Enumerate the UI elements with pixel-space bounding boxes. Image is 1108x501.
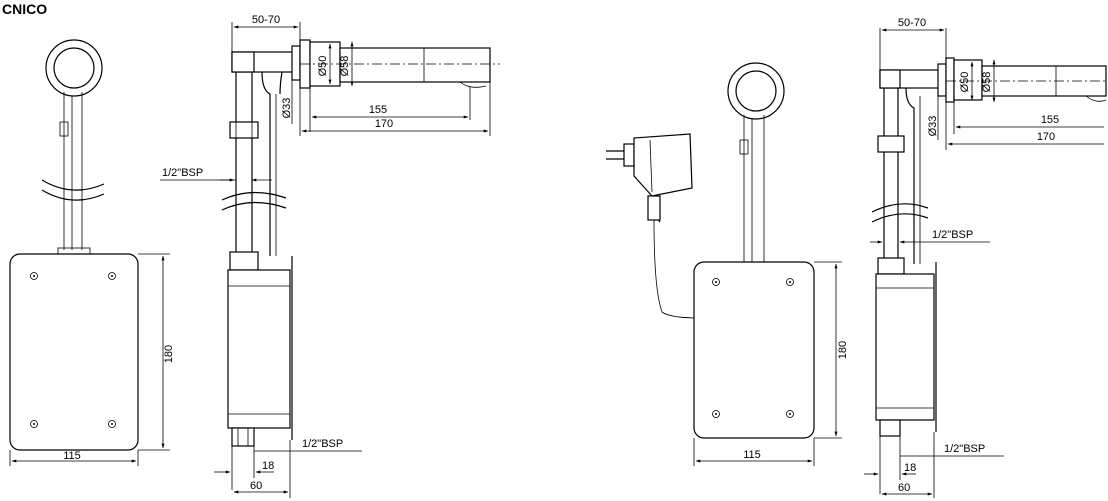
dim-155-right: 155: [1041, 114, 1059, 126]
dim-phi50: Ø50: [317, 56, 329, 77]
dim-50-70: 50-70: [252, 14, 280, 26]
dim-phi58: Ø58: [339, 56, 351, 77]
dim-bsp-upper-right: 1/2"BSP: [932, 229, 973, 241]
dim-115: 115: [63, 450, 81, 462]
dim-phi33-right: Ø33: [927, 116, 939, 137]
screw-icon: [712, 278, 794, 418]
dim-bsp-upper: 1/2"BSP: [162, 167, 203, 179]
sensor-ring-inner: [53, 47, 95, 89]
screw-icon: [30, 272, 116, 428]
dim-phi58-right: Ø58: [981, 72, 993, 93]
control-box-right: [693, 261, 815, 439]
page-title: CNICO: [2, 1, 48, 17]
dim-phi33: Ø33: [281, 98, 293, 119]
dim-60: 60: [250, 480, 262, 492]
sensor-ring-outer: [45, 39, 103, 97]
dim-180: 180: [163, 345, 175, 363]
front-view-left: 180 115: [9, 39, 175, 466]
control-box-side-right: [875, 273, 935, 421]
dim-170-right: 170: [1037, 131, 1055, 143]
dim-phi50-right: Ø50: [959, 72, 971, 93]
dim-18: 18: [262, 460, 274, 472]
front-view-right: 180 115: [606, 62, 849, 466]
pipe-nut: [229, 121, 259, 139]
spout: [339, 47, 491, 83]
control-box: [9, 253, 139, 451]
side-view-left: Ø50 Ø58 Ø33 50-70 155 170 1/2"BSP: [160, 14, 500, 498]
control-box-side: [227, 269, 291, 429]
side-view-right: Ø50 Ø58 Ø33 50-70 155 170 1/2"BSP 1/2"BS…: [864, 17, 1107, 498]
power-cable: [653, 219, 701, 319]
dim-bsp-lower: 1/2"BSP: [302, 438, 343, 450]
break-mark: [41, 179, 105, 191]
dim-18-right: 18: [904, 462, 916, 474]
sensor-ring-outer-right: [727, 62, 785, 120]
dim-60-right: 60: [898, 482, 910, 494]
dim-170: 170: [375, 118, 393, 130]
dim-bsp-lower-right: 1/2"BSP: [944, 443, 985, 455]
dim-180-right: 180: [837, 341, 849, 359]
dim-155: 155: [369, 104, 387, 116]
dim-50-70-right: 50-70: [898, 17, 926, 29]
power-adapter: [633, 133, 693, 197]
dim-115-right: 115: [743, 449, 761, 461]
